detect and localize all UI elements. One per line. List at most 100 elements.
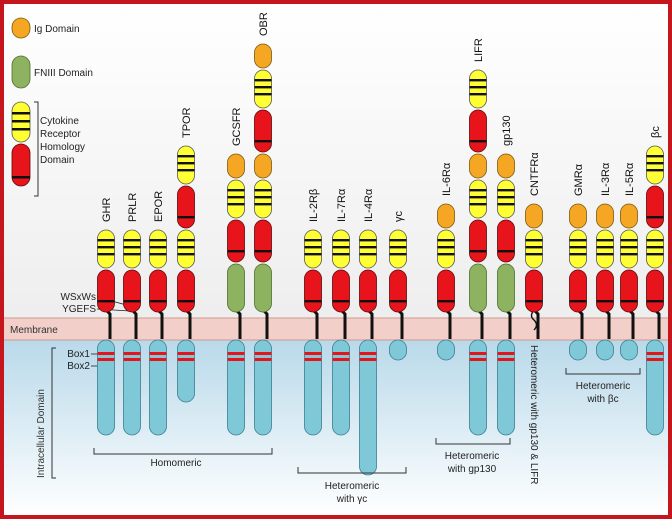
fniii-domain <box>254 263 272 313</box>
box2-motif <box>227 358 245 361</box>
cytoplasmic-domain <box>646 339 664 436</box>
crh-red-subdomain <box>646 269 664 313</box>
homomeric-bracket <box>93 448 273 455</box>
transmembrane-helix <box>504 308 512 339</box>
transmembrane-helix <box>130 308 138 339</box>
transmembrane-helix <box>476 308 484 339</box>
bc-label-2: with βc <box>586 394 618 405</box>
cytoplasmic-domain <box>123 339 141 436</box>
crh-red-subdomain <box>497 219 515 263</box>
ig-domain <box>525 203 543 229</box>
ig-domain <box>620 203 638 229</box>
fniii-legend-swatch <box>11 55 31 89</box>
gc-label-2: with γc <box>336 494 368 505</box>
crh-red-subdomain <box>254 219 272 263</box>
box1-motif <box>97 352 115 355</box>
receptor-gcsfr: GCSFR <box>227 107 245 436</box>
receptor-label: GHR <box>101 198 113 223</box>
crh-yellow-subdomain <box>97 229 115 269</box>
crh-red-subdomain <box>389 269 407 313</box>
crh-red-subdomain <box>646 185 664 229</box>
box1-motif <box>304 352 322 355</box>
box1-motif <box>359 352 377 355</box>
crh-red-subdomain <box>177 269 195 313</box>
box2-motif <box>304 358 322 361</box>
crh-red-subdomain <box>177 185 195 229</box>
ig-legend-label: Ig Domain <box>34 24 80 35</box>
crh-yellow-subdomain <box>646 145 664 185</box>
cytoplasmic-domain <box>332 339 350 436</box>
crh-yellow-subdomain <box>389 229 407 269</box>
box1-motif <box>469 352 487 355</box>
receptor-il-7r: IL-7Rα <box>332 188 350 436</box>
receptor-il-6r: IL-6Rα <box>437 162 455 361</box>
crh-yellow-subdomain <box>437 229 455 269</box>
transmembrane-helix <box>184 308 192 339</box>
box1-motif <box>123 352 141 355</box>
box2-motif <box>469 358 487 361</box>
crh-red-subdomain <box>620 269 638 313</box>
bc-label-1: Heteromeric <box>576 381 630 392</box>
box2-motif <box>359 358 377 361</box>
cytoplasmic-domain <box>497 339 515 436</box>
box1-motif <box>149 352 167 355</box>
box2-motif <box>254 358 272 361</box>
crh-red-subdomain <box>254 109 272 153</box>
crh-yellow-subdomain <box>359 229 377 269</box>
crh-red-subdomain <box>469 219 487 263</box>
cytoplasmic-domain <box>359 339 377 476</box>
receptor-label: IL-6Rα <box>441 162 453 196</box>
homomeric-label: Homomeric <box>150 458 201 469</box>
cytoplasmic-domain <box>389 339 407 361</box>
crh-yellow-subdomain <box>254 69 272 109</box>
receptor-label: IL-7Rα <box>336 188 348 222</box>
gc-bracket <box>297 467 407 474</box>
crh-yellow-subdomain <box>620 229 638 269</box>
crh-yellow-subdomain <box>227 179 245 219</box>
box2-label: Box2 <box>67 361 90 372</box>
box1-label: Box1 <box>67 349 90 360</box>
gp130-bracket <box>435 438 511 445</box>
crh-yellow-subdomain <box>123 229 141 269</box>
box2-motif <box>497 358 515 361</box>
receptor-il-5r: IL-5Rα <box>620 162 638 361</box>
fniii-domain <box>497 263 515 313</box>
box1-motif <box>177 352 195 355</box>
receptor-label: IL-5Rα <box>624 162 636 196</box>
receptor-label: βc <box>650 126 662 138</box>
crh-yellow-subdomain <box>646 229 664 269</box>
receptor-epor: EPOR <box>149 191 167 436</box>
ygefs-label: YGEFS <box>62 304 96 315</box>
crh-red-subdomain <box>123 269 141 313</box>
gp130-label-2: with gp130 <box>447 464 497 475</box>
bc-bracket <box>565 368 641 375</box>
ig-domain <box>596 203 614 229</box>
receptor-label: CNTFRα <box>529 152 541 196</box>
crh-red-subdomain <box>525 269 543 313</box>
legend: Ig Domain FNIII Domain Cytokine Receptor… <box>11 17 93 197</box>
cytoplasmic-domain <box>177 339 195 403</box>
receptor-c: βc <box>646 126 664 436</box>
cytoplasmic-domain <box>97 339 115 436</box>
receptor-label: gp130 <box>501 115 513 146</box>
cytoplasmic-domain <box>596 339 614 361</box>
box1-motif <box>646 352 664 355</box>
wsxws-label: WSxWs <box>60 292 96 303</box>
receptor-obr: OBR <box>254 12 272 436</box>
cytoplasmic-domain <box>437 339 455 361</box>
box2-motif <box>123 358 141 361</box>
receptor-lifr: LIFR <box>469 38 487 436</box>
receptor-prlr: PRLR <box>123 193 141 436</box>
box1-motif <box>497 352 515 355</box>
receptor-label: EPOR <box>153 191 165 222</box>
gc-label-1: Heteromeric <box>325 481 379 492</box>
receptor-label: γc <box>393 211 405 223</box>
cytoplasmic-domain <box>569 339 587 361</box>
crh-red-subdomain <box>97 269 115 313</box>
crh-yellow-subdomain <box>149 229 167 269</box>
transmembrane-helix <box>156 308 164 339</box>
ig-domain <box>569 203 587 229</box>
transmembrane-helix <box>261 308 269 339</box>
crh-legend-label-1: Cytokine <box>40 116 79 127</box>
